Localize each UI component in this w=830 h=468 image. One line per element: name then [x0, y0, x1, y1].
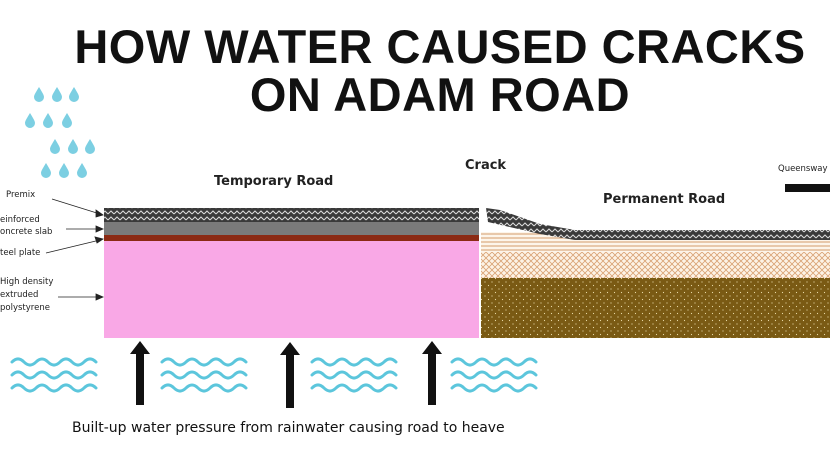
temporary-road-label: Temporary Road	[214, 174, 334, 189]
permanent-road-section	[481, 208, 830, 338]
polystyrene-layer	[104, 241, 479, 338]
temporary-road-section	[104, 208, 479, 338]
steel-plate-label: teel plate	[0, 248, 41, 258]
permanent-premix-layer	[486, 208, 830, 240]
concrete-slab-label-line1: einforced	[0, 215, 40, 225]
layer-pointer-arrows	[45, 198, 105, 301]
polystyrene-label-line1: High density	[0, 277, 54, 287]
queensway-label: Queensway	[778, 164, 828, 174]
title-line-1: HOW WATER CAUSED CRACKS	[74, 20, 806, 73]
premix-layer	[104, 208, 479, 222]
steel-plate-layer	[104, 235, 479, 241]
polystyrene-label-line2: extruded	[0, 290, 39, 300]
premix-label: Premix	[6, 190, 36, 200]
water-wave-icon	[10, 357, 538, 393]
up-arrow-icon	[130, 341, 442, 408]
queensway-marker	[785, 184, 830, 192]
polystyrene-label-line3: polystyrene	[0, 303, 50, 313]
title-line-2: ON ADAM ROAD	[249, 68, 631, 121]
permanent-road-label: Permanent Road	[603, 192, 726, 207]
concrete-slab-layer	[104, 222, 479, 235]
concrete-slab-label-line2: oncrete slab	[0, 227, 53, 237]
soil-layer	[481, 278, 830, 338]
caption: Built-up water pressure from rainwater c…	[72, 420, 505, 436]
crack-label: Crack	[465, 158, 507, 173]
hatched-base-layer	[481, 252, 830, 278]
